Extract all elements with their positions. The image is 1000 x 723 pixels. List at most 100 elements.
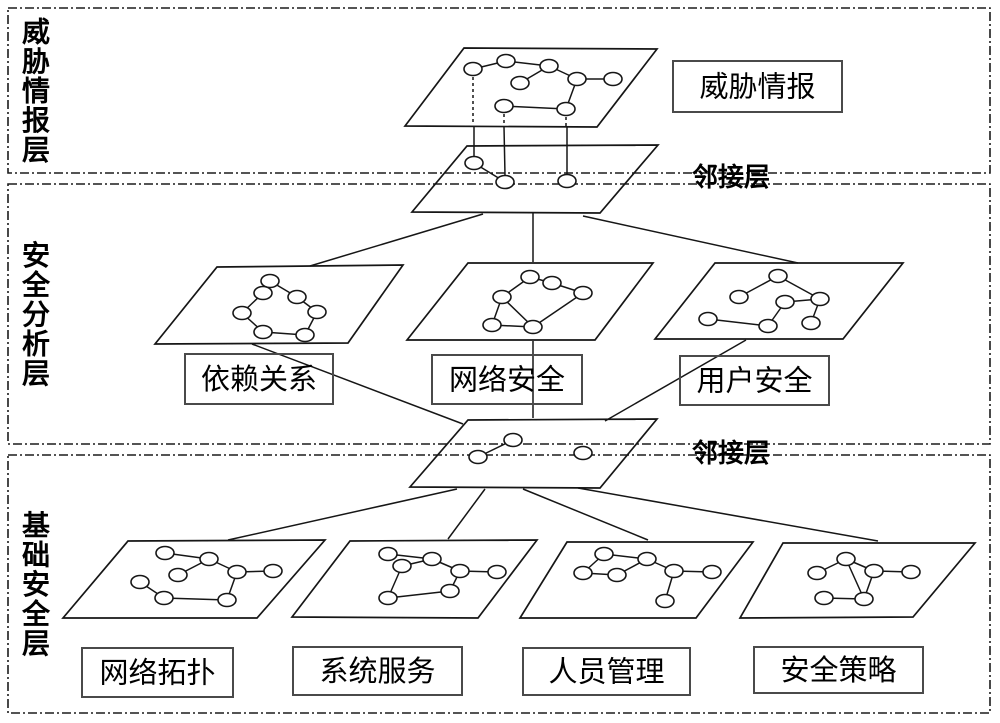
section-label-security-analysis-layer: 全 <box>21 268 51 300</box>
graph-node <box>464 155 484 171</box>
plane-outline <box>61 539 327 619</box>
section-label-basic-security-layer: 层 <box>22 628 50 659</box>
plane-outline <box>153 264 405 345</box>
section-label-threat-intel-layer: 胁 <box>22 46 50 77</box>
graph-node <box>768 268 788 284</box>
graph-node <box>520 269 540 285</box>
graph-node <box>468 449 488 465</box>
connector-line <box>503 126 506 176</box>
connector-line <box>577 487 879 542</box>
section-label-threat-intel-layer: 报 <box>22 105 50 136</box>
graph-node <box>836 551 856 567</box>
graph-node <box>810 291 830 307</box>
graph-node <box>199 551 219 567</box>
graph-node <box>295 327 315 343</box>
section-label-security-analysis-layer: 析 <box>22 329 50 360</box>
connector-line <box>522 488 649 541</box>
section-label-basic-security-layer: 全 <box>21 598 51 630</box>
graph-node <box>557 173 577 189</box>
user-security-plane <box>653 262 905 340</box>
graph-node <box>494 98 514 114</box>
security-policy-box: 安全策略 <box>753 646 924 694</box>
graph-node <box>801 315 821 331</box>
graph-node <box>378 546 398 562</box>
graph-node <box>253 324 273 340</box>
security-policy-plane <box>738 542 977 619</box>
plane-outline <box>408 418 659 489</box>
graph-edge <box>707 318 769 327</box>
label-box-border <box>184 353 334 405</box>
graph-node <box>607 567 627 583</box>
graph-node <box>260 273 280 289</box>
graph-node <box>758 318 778 334</box>
section-label-security-analysis-layer: 安 <box>22 240 50 271</box>
graph-node <box>864 563 884 579</box>
graph-node <box>523 319 543 335</box>
network-topology-box: 网络拓扑 <box>81 647 234 698</box>
graph-node <box>263 563 283 579</box>
plane-outline <box>653 262 905 340</box>
graph-node <box>567 71 587 87</box>
graph-node <box>814 590 834 606</box>
graph-node <box>155 545 175 561</box>
graph-node <box>378 590 398 606</box>
plane-outline <box>403 47 659 128</box>
graph-node <box>482 317 502 333</box>
section-label-basic-security-layer: 安 <box>22 569 50 600</box>
label-box-text: 系统服务 <box>319 655 435 688</box>
threat-intel-box: 威胁情报 <box>672 60 843 113</box>
graph-edge <box>532 292 584 328</box>
graph-node <box>392 558 412 574</box>
plane-outline <box>405 262 655 341</box>
label-box-text: 威胁情报 <box>699 71 815 104</box>
label-box-text: 人员管理 <box>548 656 664 689</box>
graph-node <box>655 593 675 609</box>
graph-node <box>664 563 684 579</box>
system-services-plane <box>290 539 539 619</box>
graph-node <box>594 546 614 562</box>
label-box-text: 网络拓扑 <box>99 657 215 690</box>
graph-node <box>422 551 442 567</box>
section-label-threat-intel-layer: 层 <box>22 135 50 166</box>
planes-group <box>61 47 977 619</box>
graph-node <box>698 311 718 327</box>
dependency-plane <box>153 264 405 345</box>
section-label-security-analysis-layer: 层 <box>22 358 50 389</box>
label-box-border <box>672 60 843 113</box>
section-label-basic-security-layer: 础 <box>22 539 50 570</box>
plane-outline <box>410 144 660 214</box>
label-box-border <box>431 354 583 405</box>
graph-node <box>492 289 512 305</box>
label-box-border <box>679 355 830 406</box>
dependency-box: 依赖关系 <box>184 353 334 405</box>
system-services-box: 系统服务 <box>292 646 463 696</box>
connector-line <box>251 343 464 425</box>
graph-node <box>539 58 559 74</box>
adjacency-label-2: 邻接层 <box>692 438 770 468</box>
graph-node <box>217 592 237 608</box>
graph-node <box>503 432 523 448</box>
graph-node <box>603 71 623 87</box>
section-label-threat-intel-layer: 情 <box>22 76 50 107</box>
section-label-security-analysis-layer: 分 <box>22 299 50 330</box>
plane-outline <box>738 542 977 619</box>
label-box-border <box>292 646 463 696</box>
graph-node <box>287 289 307 305</box>
adjacency-plane-2 <box>408 418 659 489</box>
graph-node <box>227 564 247 580</box>
section-border-basic-security-layer <box>7 454 991 714</box>
adjacency-plane-1 <box>410 144 660 214</box>
connector-line <box>309 213 484 267</box>
graph-node <box>556 101 576 117</box>
section-label-threat-intel-layer: 威 <box>22 16 50 47</box>
graph-node <box>232 305 252 321</box>
section-border-security-analysis-layer <box>7 183 991 445</box>
graph-node <box>901 564 921 580</box>
plane-outline <box>290 539 539 619</box>
connector-line <box>604 339 747 422</box>
label-box-border <box>81 647 234 698</box>
graph-edge <box>503 105 567 110</box>
label-boxes-group: 威胁情报依赖关系网络安全用户安全网络拓扑系统服务人员管理安全策略 <box>81 60 924 698</box>
